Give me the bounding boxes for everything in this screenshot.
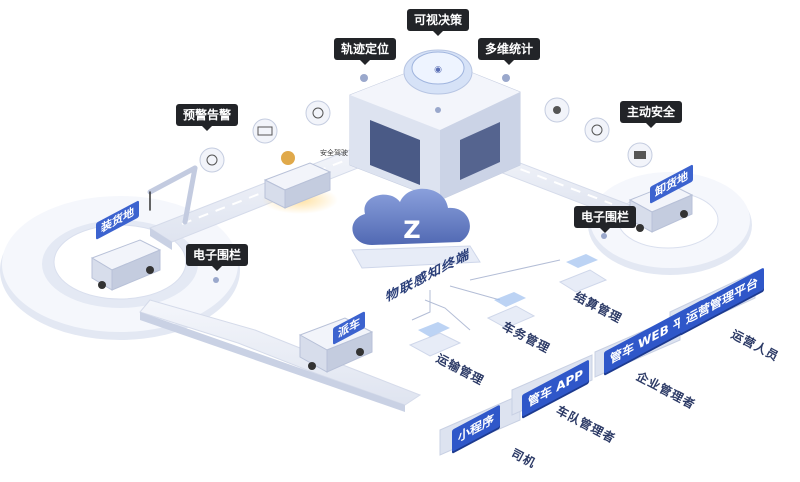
- svg-text:◉: ◉: [434, 65, 442, 75]
- central-building: ◉: [349, 49, 521, 201]
- truck-loading: [90, 239, 162, 291]
- svg-text:Z: Z: [403, 216, 420, 244]
- callout-active-safety: 主动安全: [620, 101, 683, 128]
- callout-multi-stats: 多维统计: [478, 38, 541, 65]
- cloud-icon: Z: [351, 188, 481, 269]
- callout-fence-right: 电子围栏: [574, 206, 637, 233]
- crane-icon: [147, 165, 198, 225]
- road-small-label: 安全驾驶: [320, 149, 348, 157]
- truck-road: [262, 151, 338, 214]
- connector-lines: [411, 259, 561, 331]
- callout-visual-decision: 可视决策: [407, 9, 470, 36]
- callout-warning-alarm: 预警告警: [176, 104, 239, 131]
- callout-track-positioning: 轨迹定位: [334, 38, 397, 65]
- feature-icons: [199, 74, 653, 283]
- callout-fence-left: 电子围栏: [186, 244, 249, 271]
- module-devices: [408, 254, 608, 357]
